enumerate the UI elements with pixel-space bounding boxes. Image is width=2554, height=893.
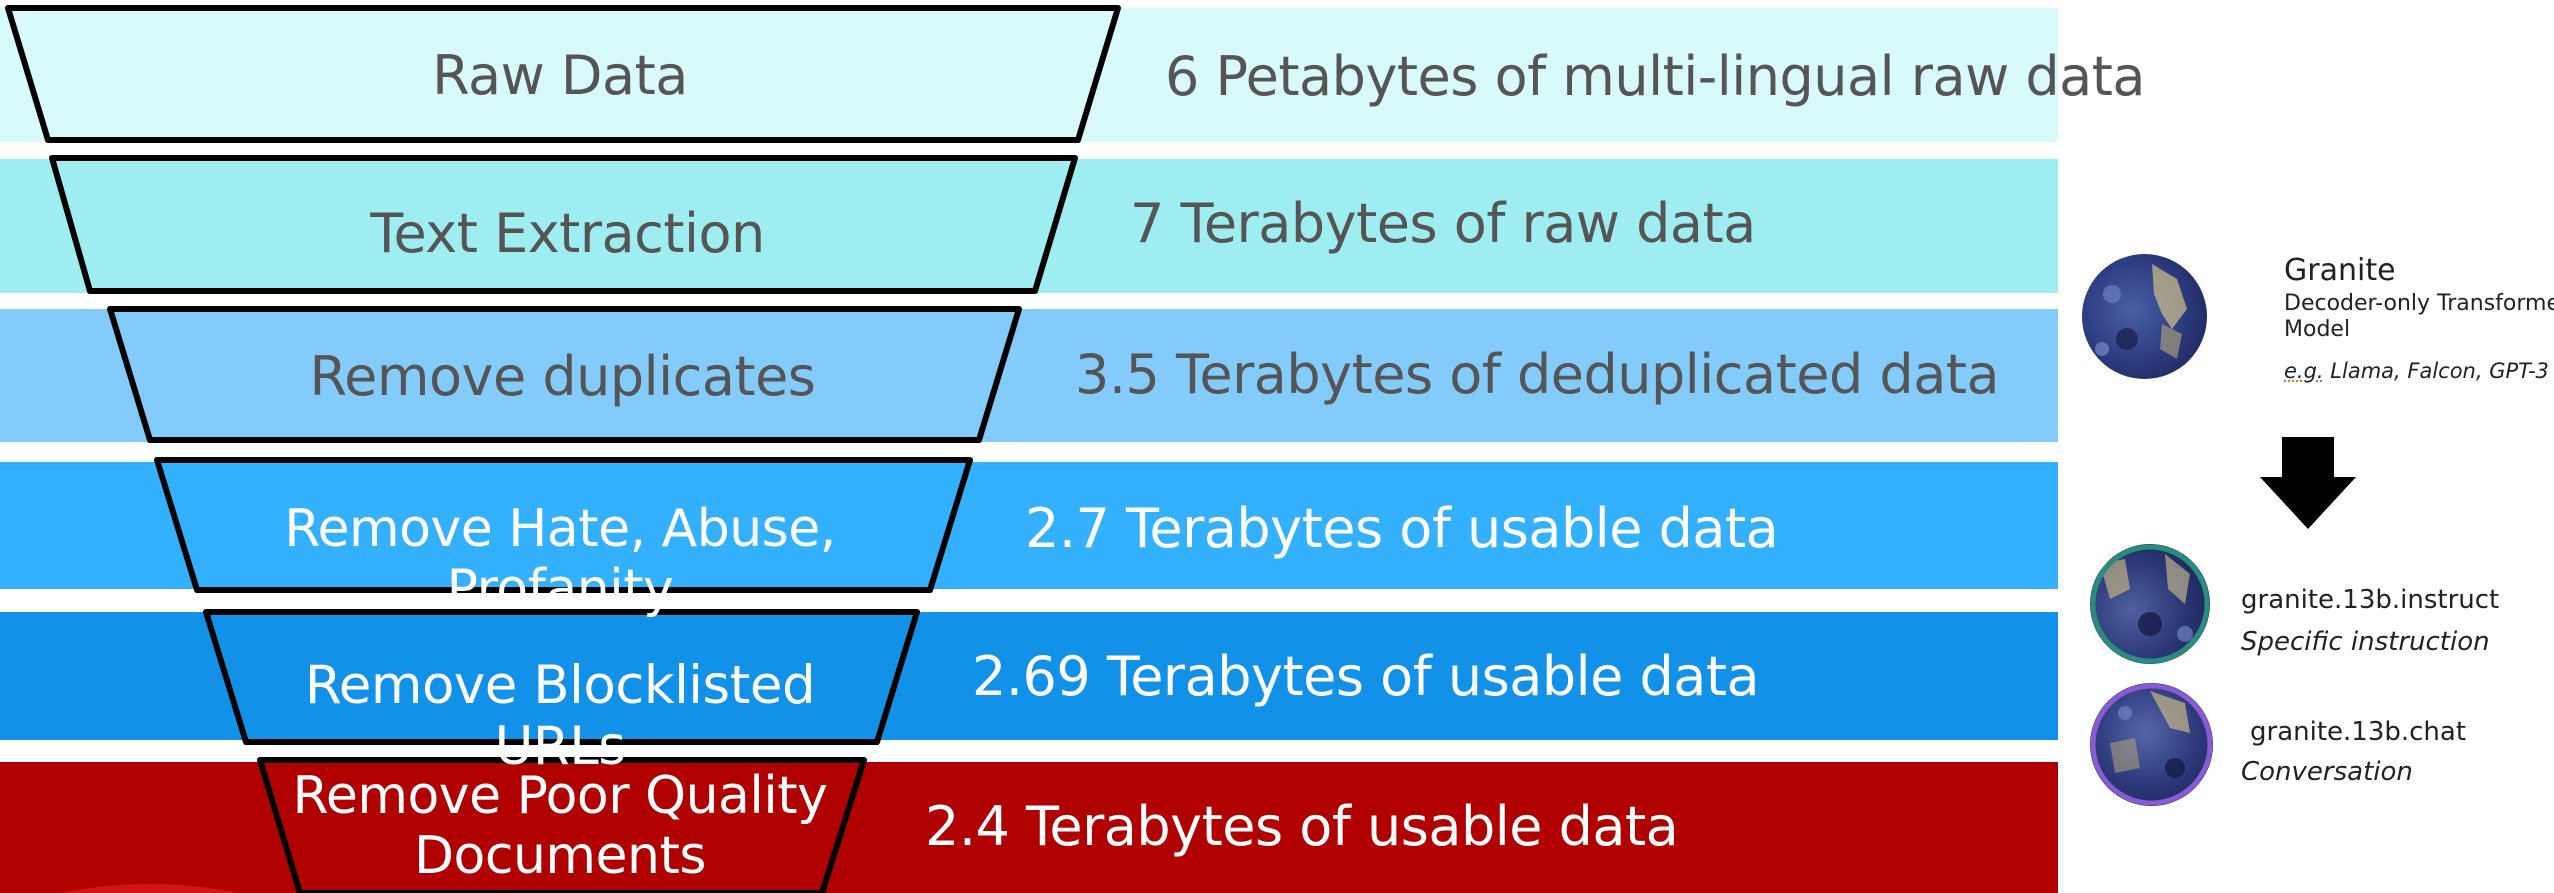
granite-texture-icon xyxy=(2082,254,2207,379)
chat-avatar xyxy=(2090,683,2213,806)
granite-avatar xyxy=(2082,254,2207,379)
decorative-red-arc xyxy=(60,884,240,893)
stage-label-line-2: Documents xyxy=(414,825,707,886)
instruct-avatar xyxy=(2090,544,2210,664)
amount-remove-blocklisted: 2.69 Terabytes of usable data xyxy=(972,645,1760,708)
amount-remove-hate: 2.7 Terabytes of usable data xyxy=(1025,497,1779,560)
arrow-down-icon xyxy=(2260,437,2356,529)
base-model-example: e.g. Llama, Falcon, GPT-3 xyxy=(2284,359,2549,383)
granite-texture-icon xyxy=(2090,544,2210,664)
variant-name-instruct: granite.13b.instruct xyxy=(2241,585,2500,615)
stage-label-text-extraction: Text Extraction xyxy=(370,202,765,265)
funnel-stage-remove-hate xyxy=(154,457,973,593)
amount-raw-data: 6 Petabytes of multi-lingual raw data xyxy=(1165,45,2146,108)
amount-text-extraction: 7 Terabytes of raw data xyxy=(1130,192,1756,255)
funnel-stage-remove-poor-quality xyxy=(257,757,867,893)
stage-label-remove-blocklisted: Remove Blocklisted URLs xyxy=(304,655,816,777)
funnel-graphic xyxy=(5,5,1121,893)
amount-remove-duplicates: 3.5 Terabytes of deduplicated data xyxy=(1075,343,2000,406)
example-models: Llama, Falcon, GPT-3 xyxy=(2330,359,2549,383)
variant-name-chat: granite.13b.chat xyxy=(2250,717,2467,747)
granite-texture-icon xyxy=(2090,683,2213,806)
funnel-stage-remove-blocklisted xyxy=(203,609,920,745)
stage-label-remove-poor-quality: Remove Poor Quality Documents xyxy=(290,766,830,887)
stage-label-remove-hate: Remove Hate, Abuse, Profanity xyxy=(284,499,836,619)
amount-remove-poor-quality: 2.4 Terabytes of usable data xyxy=(925,795,1679,858)
base-model-description-2: Model xyxy=(2284,317,2351,342)
variant-subtitle-instruct: Specific instruction xyxy=(2241,627,2490,657)
stage-label-raw-data: Raw Data xyxy=(432,44,688,107)
example-prefix: e.g. xyxy=(2284,359,2324,383)
base-model-description-1: Decoder-only Transformer xyxy=(2284,291,2554,316)
funnel-stage-raw-data xyxy=(5,5,1121,143)
stage-label-remove-duplicates: Remove duplicates xyxy=(309,345,816,408)
base-model-name: Granite xyxy=(2284,253,2396,288)
variant-subtitle-chat: Conversation xyxy=(2241,757,2413,787)
stage-label-line-1: Remove Poor Quality xyxy=(292,766,828,826)
funnel-stage-text-extraction xyxy=(49,155,1078,294)
funnel-stage-remove-duplicates xyxy=(107,306,1022,443)
